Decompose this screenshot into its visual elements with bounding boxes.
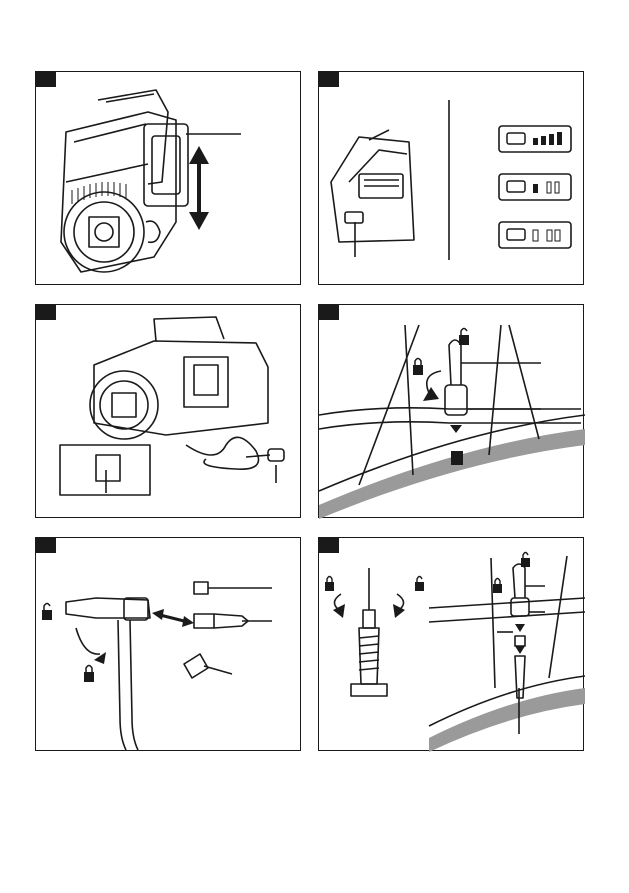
- compressor-illustration: [36, 72, 302, 286]
- battery-indicator-illustration: [319, 72, 585, 286]
- unlock-icon: [415, 577, 424, 592]
- unlock-icon: [459, 329, 469, 346]
- valve-cap-icon: [451, 451, 463, 465]
- right-arrow-icon: [182, 616, 194, 627]
- unlock-icon: [521, 553, 530, 568]
- figure-panel-2: [318, 71, 584, 285]
- unlock-icon: [42, 604, 52, 621]
- figure-panel-5: [35, 537, 301, 751]
- storage-illustration: [36, 305, 302, 519]
- arrow-icon: [423, 387, 439, 401]
- figure-panel-1: [35, 71, 301, 285]
- lock-icon: [493, 579, 502, 594]
- figure-panel-3: [35, 304, 301, 518]
- nozzle-adapters-illustration: [36, 538, 302, 752]
- down-arrow-icon: [450, 425, 462, 433]
- down-arrow-icon: [515, 646, 525, 654]
- double-arrow-icon: [189, 146, 209, 230]
- lock-icon: [413, 359, 423, 376]
- lock-icon: [325, 577, 334, 592]
- figure-panel-6: [318, 537, 584, 751]
- down-arrow-icon: [515, 624, 525, 632]
- bicycle-valve-illustration: [319, 305, 585, 519]
- presta-valve-illustration: [319, 538, 585, 752]
- left-arrow-icon: [152, 609, 164, 620]
- lock-icon: [84, 666, 94, 683]
- figure-panel-4: [318, 304, 584, 518]
